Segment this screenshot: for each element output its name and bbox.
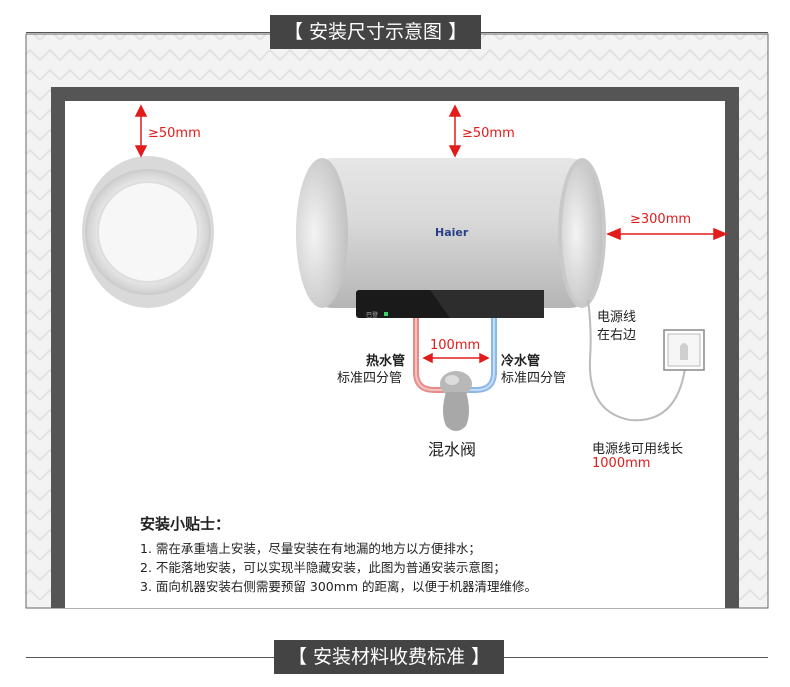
round-heater <box>82 156 214 308</box>
power-length-label: 电源线可用线长 <box>592 442 684 457</box>
power-line2: 在右边 <box>597 328 637 343</box>
panel-label: 巴登 <box>366 312 379 319</box>
power-cord <box>587 299 687 422</box>
tips-item-2: 2. 不能落地安装，可以实现半隐藏安装，此图为普通安装示意图； <box>140 560 506 575</box>
tips-item-3: 3. 面向机器安装右侧需要预留 300mm 的距离，以便于机器清理维修。 <box>140 579 538 594</box>
tips-title: 安装小贴士： <box>140 515 231 533</box>
cold-pipe-label: 冷水管 <box>501 354 541 369</box>
dim-right-label: ≥300mm <box>630 212 692 227</box>
dim-pipe-spacing-label: 100mm <box>430 338 481 353</box>
cold-pipe-sub: 标准四分管 <box>501 371 567 386</box>
dim-top-center-label: ≥50mm <box>462 126 515 141</box>
power-length-value: 1000mm <box>592 456 651 471</box>
dim-right-arrow <box>606 227 728 241</box>
hot-pipe-label: 热水管 <box>366 354 406 369</box>
dim-top-center-arrow <box>448 104 462 158</box>
valve-label: 混水阀 <box>428 440 477 459</box>
power-socket <box>663 329 705 371</box>
dim-top-left-arrow <box>134 104 148 158</box>
mixing-valve <box>440 371 472 431</box>
header-title: 【 安装尺寸示意图 】 <box>270 15 482 49</box>
cold-pipe-inner <box>466 318 495 391</box>
brand-logo: Haier <box>435 226 469 239</box>
power-line1: 电源线 <box>597 310 637 325</box>
tips-item-1: 1. 需在承重墙上安装，尽量安装在有地漏的地方以方便排水； <box>140 541 481 556</box>
hot-pipe-inner <box>415 318 446 391</box>
water-heater-tank <box>296 158 606 308</box>
hot-pipe-sub: 标准四分管 <box>337 371 403 386</box>
footer-title: 【 安装材料收费标准 】 <box>274 640 505 674</box>
dim-pipe-spacing-arrow <box>422 352 490 364</box>
dim-top-left-label: ≥50mm <box>148 126 201 141</box>
wall-outline <box>51 87 739 608</box>
control-panel <box>356 290 544 318</box>
